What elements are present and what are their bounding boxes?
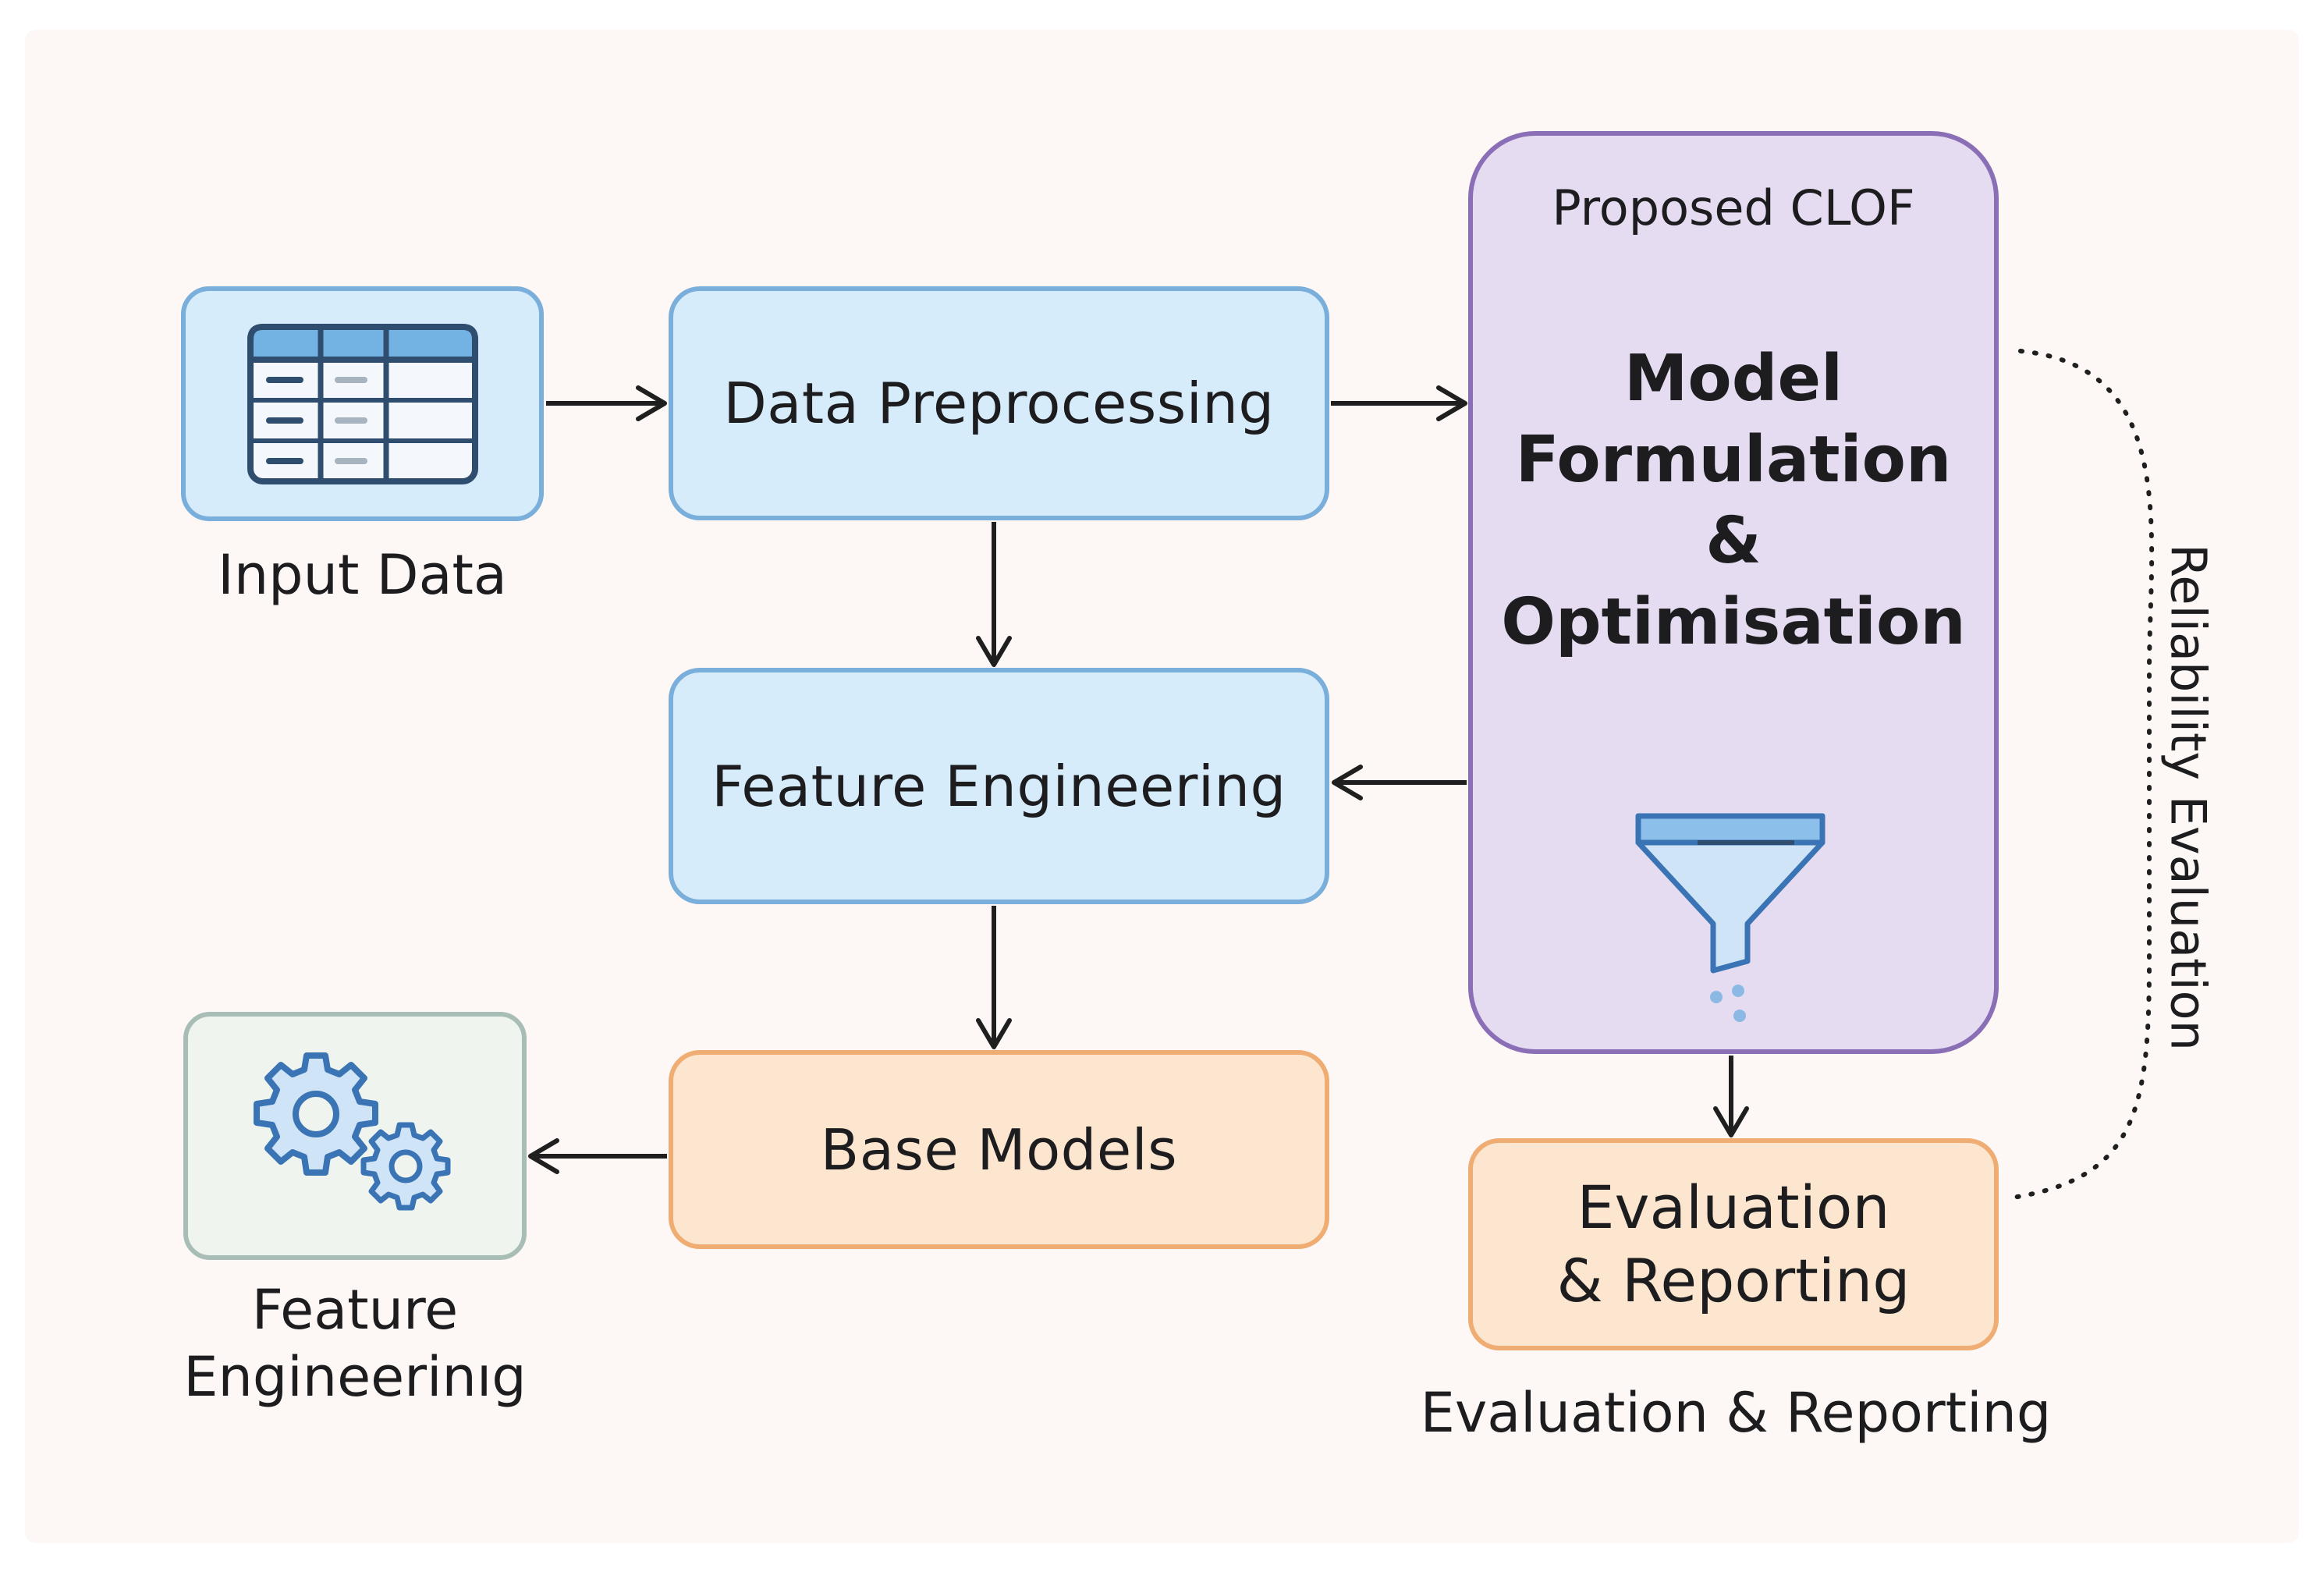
model-formulation-line1: Model [1623,342,1843,416]
base-models-box: Base Models [669,1050,1329,1249]
reliability-loop-connector [2010,349,2155,1200]
feature-engineering-icon-box [183,1012,527,1260]
proposed-clof-title: Proposed CLOF [1552,179,1915,236]
arrow-preprocessing-to-feature-engineering [976,522,1012,667]
model-formulation-line2: Formulation [1515,423,1952,497]
evaluation-reporting-caption: Evaluation & Reporting [1420,1381,2052,1445]
arrow-preprocessing-to-clof [1331,385,1467,421]
evaluation-reporting-line1: Evaluation [1577,1173,1890,1242]
funnel-icon [1635,813,1825,1022]
data-preprocessing-label: Data Preprocessing [723,371,1275,436]
base-models-label: Base Models [820,1116,1178,1183]
feature-engineering-icon-label-line2: Engineerinıg [183,1345,527,1409]
arrow-input-to-preprocessing [546,385,667,421]
proposed-clof-box: Proposed CLOF Model Formulation & Optimi… [1468,131,1999,1054]
model-formulation-line3: & [1705,504,1762,578]
evaluation-reporting-box: Evaluation & Reporting [1468,1138,1999,1350]
table-icon [247,323,478,484]
feature-engineering-icon-label: Feature Engineerinıg [160,1276,550,1411]
arrow-feature-engineering-to-base-models [976,906,1012,1049]
feature-engineering-label: Feature Engineering [711,753,1286,819]
arrow-base-models-to-feature-engineering-icon [528,1138,667,1174]
evaluation-reporting-line2: & Reporting [1556,1246,1911,1315]
arrow-clof-to-feature-engineering [1332,765,1467,800]
model-formulation-title: Model Formulation & Optimisation [1473,339,1994,663]
input-data-label: Input Data [218,543,507,607]
model-formulation-line4: Optimisation [1501,585,1966,659]
feature-engineering-box: Feature Engineering [669,668,1329,904]
feature-engineering-icon-label-line1: Feature [251,1278,459,1342]
data-preprocessing-box: Data Preprocessing [669,286,1329,520]
input-data-box [181,286,544,521]
arrow-clof-to-evaluation [1713,1056,1749,1137]
gears-icon [254,1052,451,1211]
